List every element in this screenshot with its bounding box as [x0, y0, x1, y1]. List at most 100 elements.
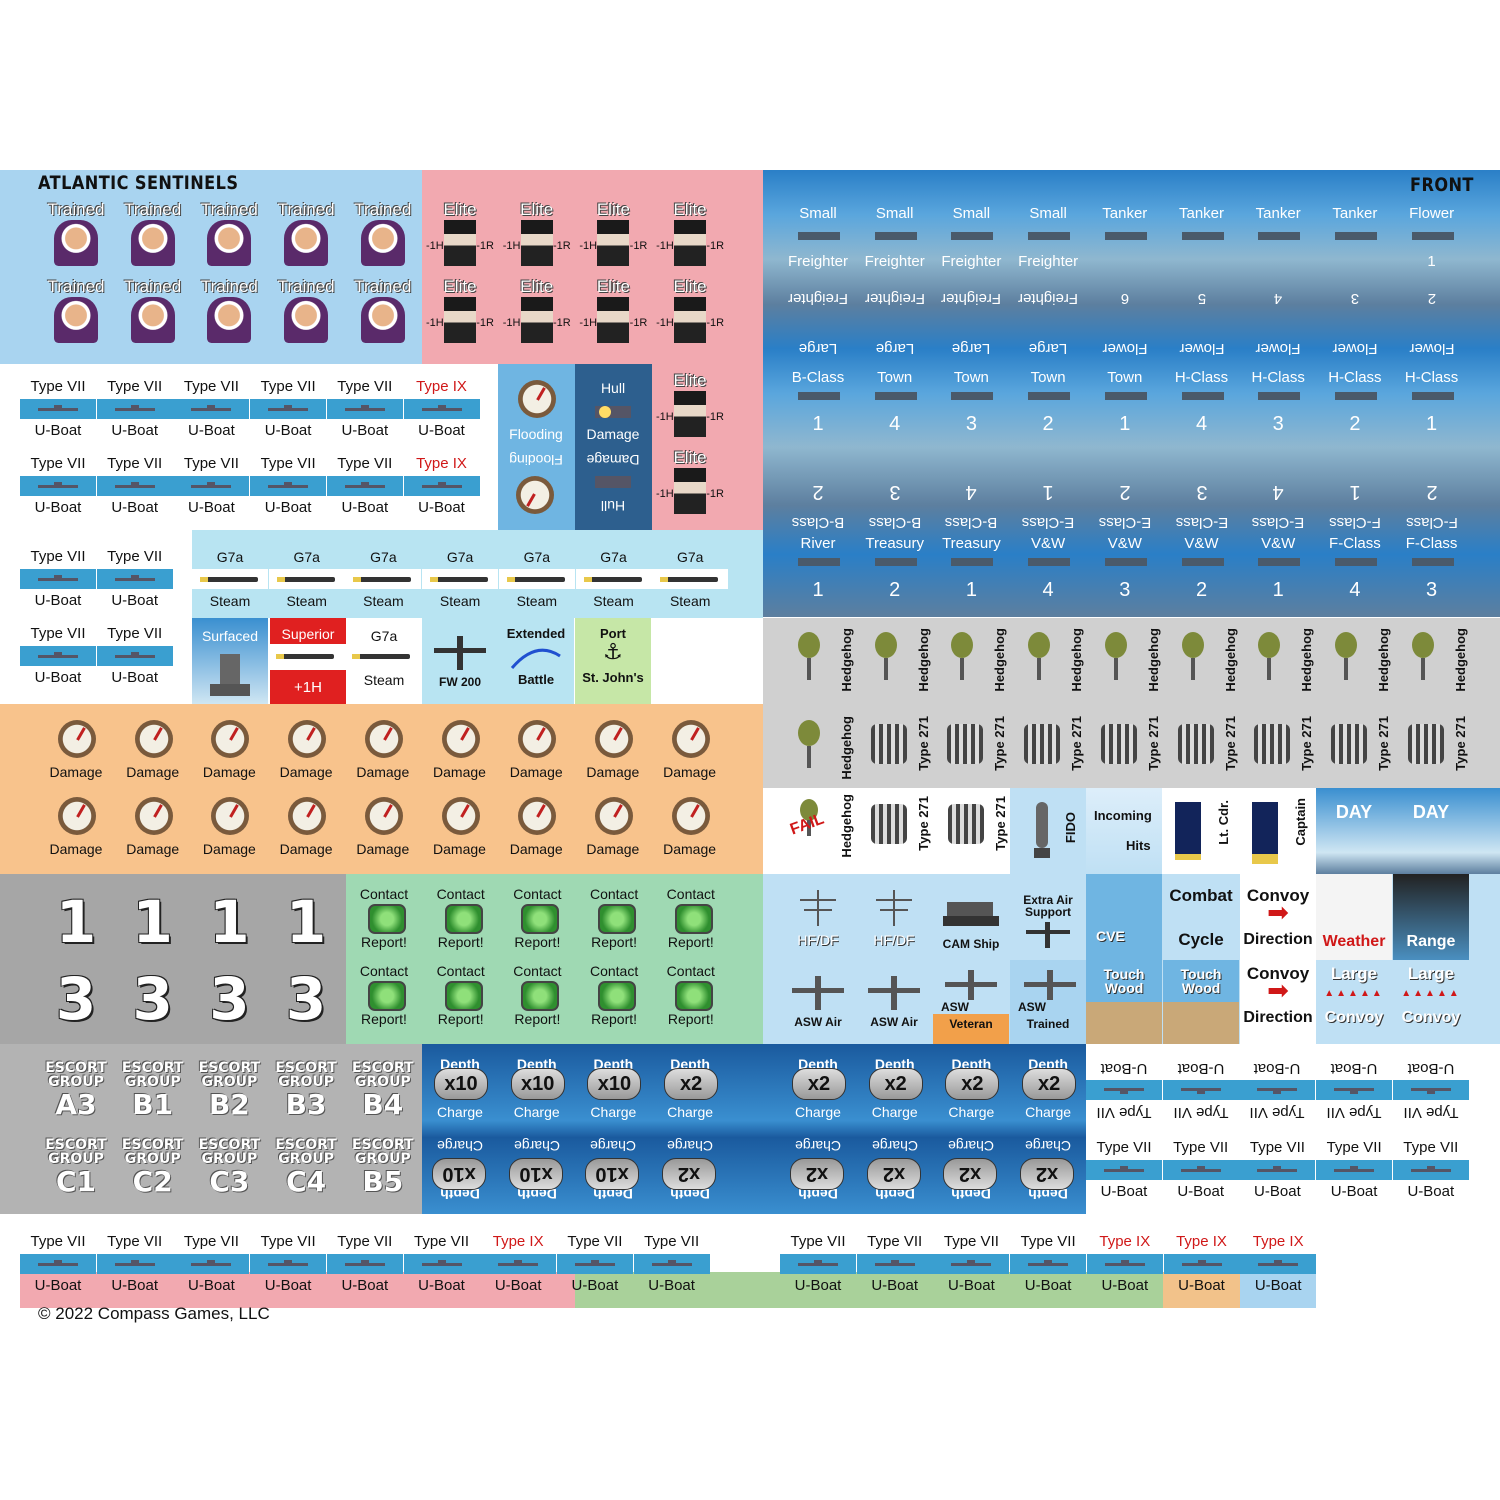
surfaced-counter[interactable]: Surfaced: [192, 618, 268, 704]
damage-counter[interactable]: Damage: [268, 791, 344, 867]
trained-crew-counter[interactable]: Trained: [191, 196, 267, 272]
elite-crew-counter[interactable]: Elite-1H-1R: [652, 444, 728, 520]
combat-cycle-counter[interactable]: Combat Cycle: [1163, 874, 1239, 960]
number-counter[interactable]: 3: [268, 961, 344, 1037]
superior-counter[interactable]: Superior +1H: [270, 618, 346, 704]
elite-crew-counter[interactable]: Elite-1H-1R: [652, 273, 728, 349]
trained-crew-counter[interactable]: Trained: [345, 273, 421, 349]
large-convoy-counter[interactable]: Large ▲▲▲▲▲ Convoy: [1393, 960, 1469, 1044]
elite-crew-counter[interactable]: Elite-1H-1R: [575, 273, 651, 349]
type271-counter[interactable]: Type 271: [940, 790, 1016, 870]
damage-counter[interactable]: Damage: [345, 714, 421, 790]
ship-counter[interactable]: Tanker: [1087, 170, 1163, 258]
damage-counter[interactable]: Damage: [575, 791, 651, 867]
trained-crew-counter[interactable]: Trained: [191, 273, 267, 349]
hedgehog-counter[interactable]: Hedgehog: [939, 622, 1015, 702]
damage-counter[interactable]: Damage: [575, 714, 651, 790]
damage-counter[interactable]: Damage: [38, 791, 114, 867]
damage-counter[interactable]: Damage: [652, 791, 728, 867]
number-counter[interactable]: 3: [115, 961, 191, 1037]
damage-counter[interactable]: Damage: [422, 714, 498, 790]
elite-crew-counter[interactable]: Elite-1H-1R: [652, 196, 728, 272]
elite-crew-counter[interactable]: Elite-1H-1R: [499, 196, 575, 272]
damage-counter[interactable]: Damage: [191, 714, 267, 790]
type271-counter[interactable]: Type 271: [939, 710, 1015, 790]
day-counter[interactable]: DAY: [1316, 788, 1392, 874]
trained-crew-counter[interactable]: Trained: [268, 273, 344, 349]
touch-wood-counter[interactable]: Touch Wood: [1163, 960, 1239, 1044]
damage-counter[interactable]: Damage: [422, 791, 498, 867]
touch-wood-counter[interactable]: Touch Wood: [1086, 960, 1162, 1044]
convoy-direction-counter[interactable]: Convoy ➡ Direction: [1240, 960, 1316, 1044]
number-counter[interactable]: 1: [268, 884, 344, 960]
convoy-direction-counter[interactable]: Convoy ➡ Direction: [1240, 874, 1316, 960]
incoming-hits-counter[interactable]: Incoming Hits: [1086, 788, 1162, 874]
hull-damage-counter-back[interactable]: Hull Damage: [575, 447, 651, 530]
trained-crew-counter[interactable]: Trained: [268, 196, 344, 272]
trained-crew-counter[interactable]: Trained: [345, 196, 421, 272]
trained-crew-counter[interactable]: Trained: [38, 196, 114, 272]
hedgehog-counter[interactable]: Hedgehog: [1246, 622, 1322, 702]
number-counter[interactable]: 3: [191, 961, 267, 1037]
type271-counter[interactable]: Type 271: [1093, 710, 1169, 790]
asw-trained-counter[interactable]: ASW Trained: [1010, 960, 1086, 1044]
asw-air-counter[interactable]: ASW Air: [856, 960, 932, 1044]
number-counter[interactable]: 1: [38, 884, 114, 960]
elite-crew-counter[interactable]: Elite-1H-1R: [422, 273, 498, 349]
elite-crew-counter[interactable]: Elite-1H-1R: [422, 196, 498, 272]
